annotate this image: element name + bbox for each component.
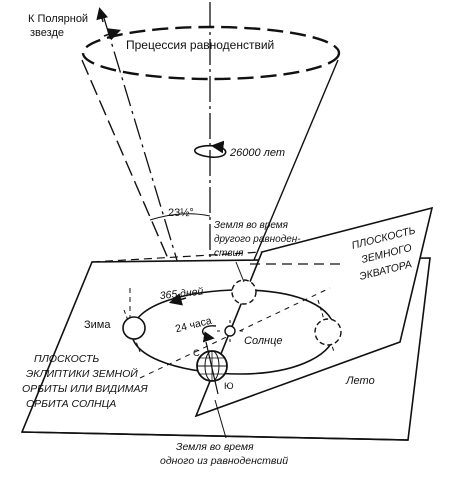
ecliptic-label-3: ОРБИТЫ ИЛИ ВИДИМАЯ (22, 383, 148, 395)
earth-other-equinox-label-1: Земля во время (214, 220, 289, 231)
orbit-arrow (168, 293, 187, 306)
ecliptic-label-2: ЭКЛИПТИКИ ЗЕМНОЙ (26, 367, 138, 380)
ecliptic-label-4: ОРБИТА СОЛНЦА (26, 398, 116, 410)
earth-one-equinox-label-2: одного из равноденствий (160, 455, 288, 467)
equator-plane-hidden-edge (91, 251, 263, 263)
other-equinox-pointer (235, 261, 245, 283)
pole-star-label-1: К Полярной (28, 13, 88, 25)
earth-other-equinox (231, 279, 257, 305)
orbit-ellipse-front (131, 331, 335, 375)
rotation-24h-arrow (202, 325, 217, 343)
precession-ellipse (81, 25, 341, 81)
earth-winter (122, 316, 146, 340)
tilt-angle-arc (149, 213, 211, 221)
days-label: 365 дней (159, 286, 204, 303)
ecliptic-front-edge (21, 431, 409, 441)
equinox-earth-axis (205, 341, 219, 395)
south-label: Ю (224, 381, 234, 392)
winter-label: Зима (84, 319, 111, 331)
sun-label: Солнце (244, 335, 282, 347)
precession-arrow (103, 28, 122, 41)
summer-label: Лето (345, 375, 375, 387)
tilt-angle-label: 23½° (168, 207, 194, 219)
rotation-26000-arrow (194, 140, 227, 158)
earth-other-equinox-label-3: ствия (214, 248, 244, 259)
precession-label: Прецессия равноденствий (126, 38, 274, 52)
years-label: 26000 лет (229, 147, 285, 159)
earth-one-equinox-label-1: Земля во время (176, 441, 254, 453)
pole-star-label-2: звезде (30, 27, 64, 39)
north-label: С (193, 348, 200, 359)
equinox-pointer (214, 399, 227, 439)
ecliptic-label-1: ПЛОСКОСТЬ (34, 353, 99, 365)
earth-other-equinox-label-2: другого равноден- (214, 234, 301, 245)
sun (224, 325, 236, 337)
polaris-arrow (96, 7, 109, 23)
earth-summer (314, 318, 342, 346)
